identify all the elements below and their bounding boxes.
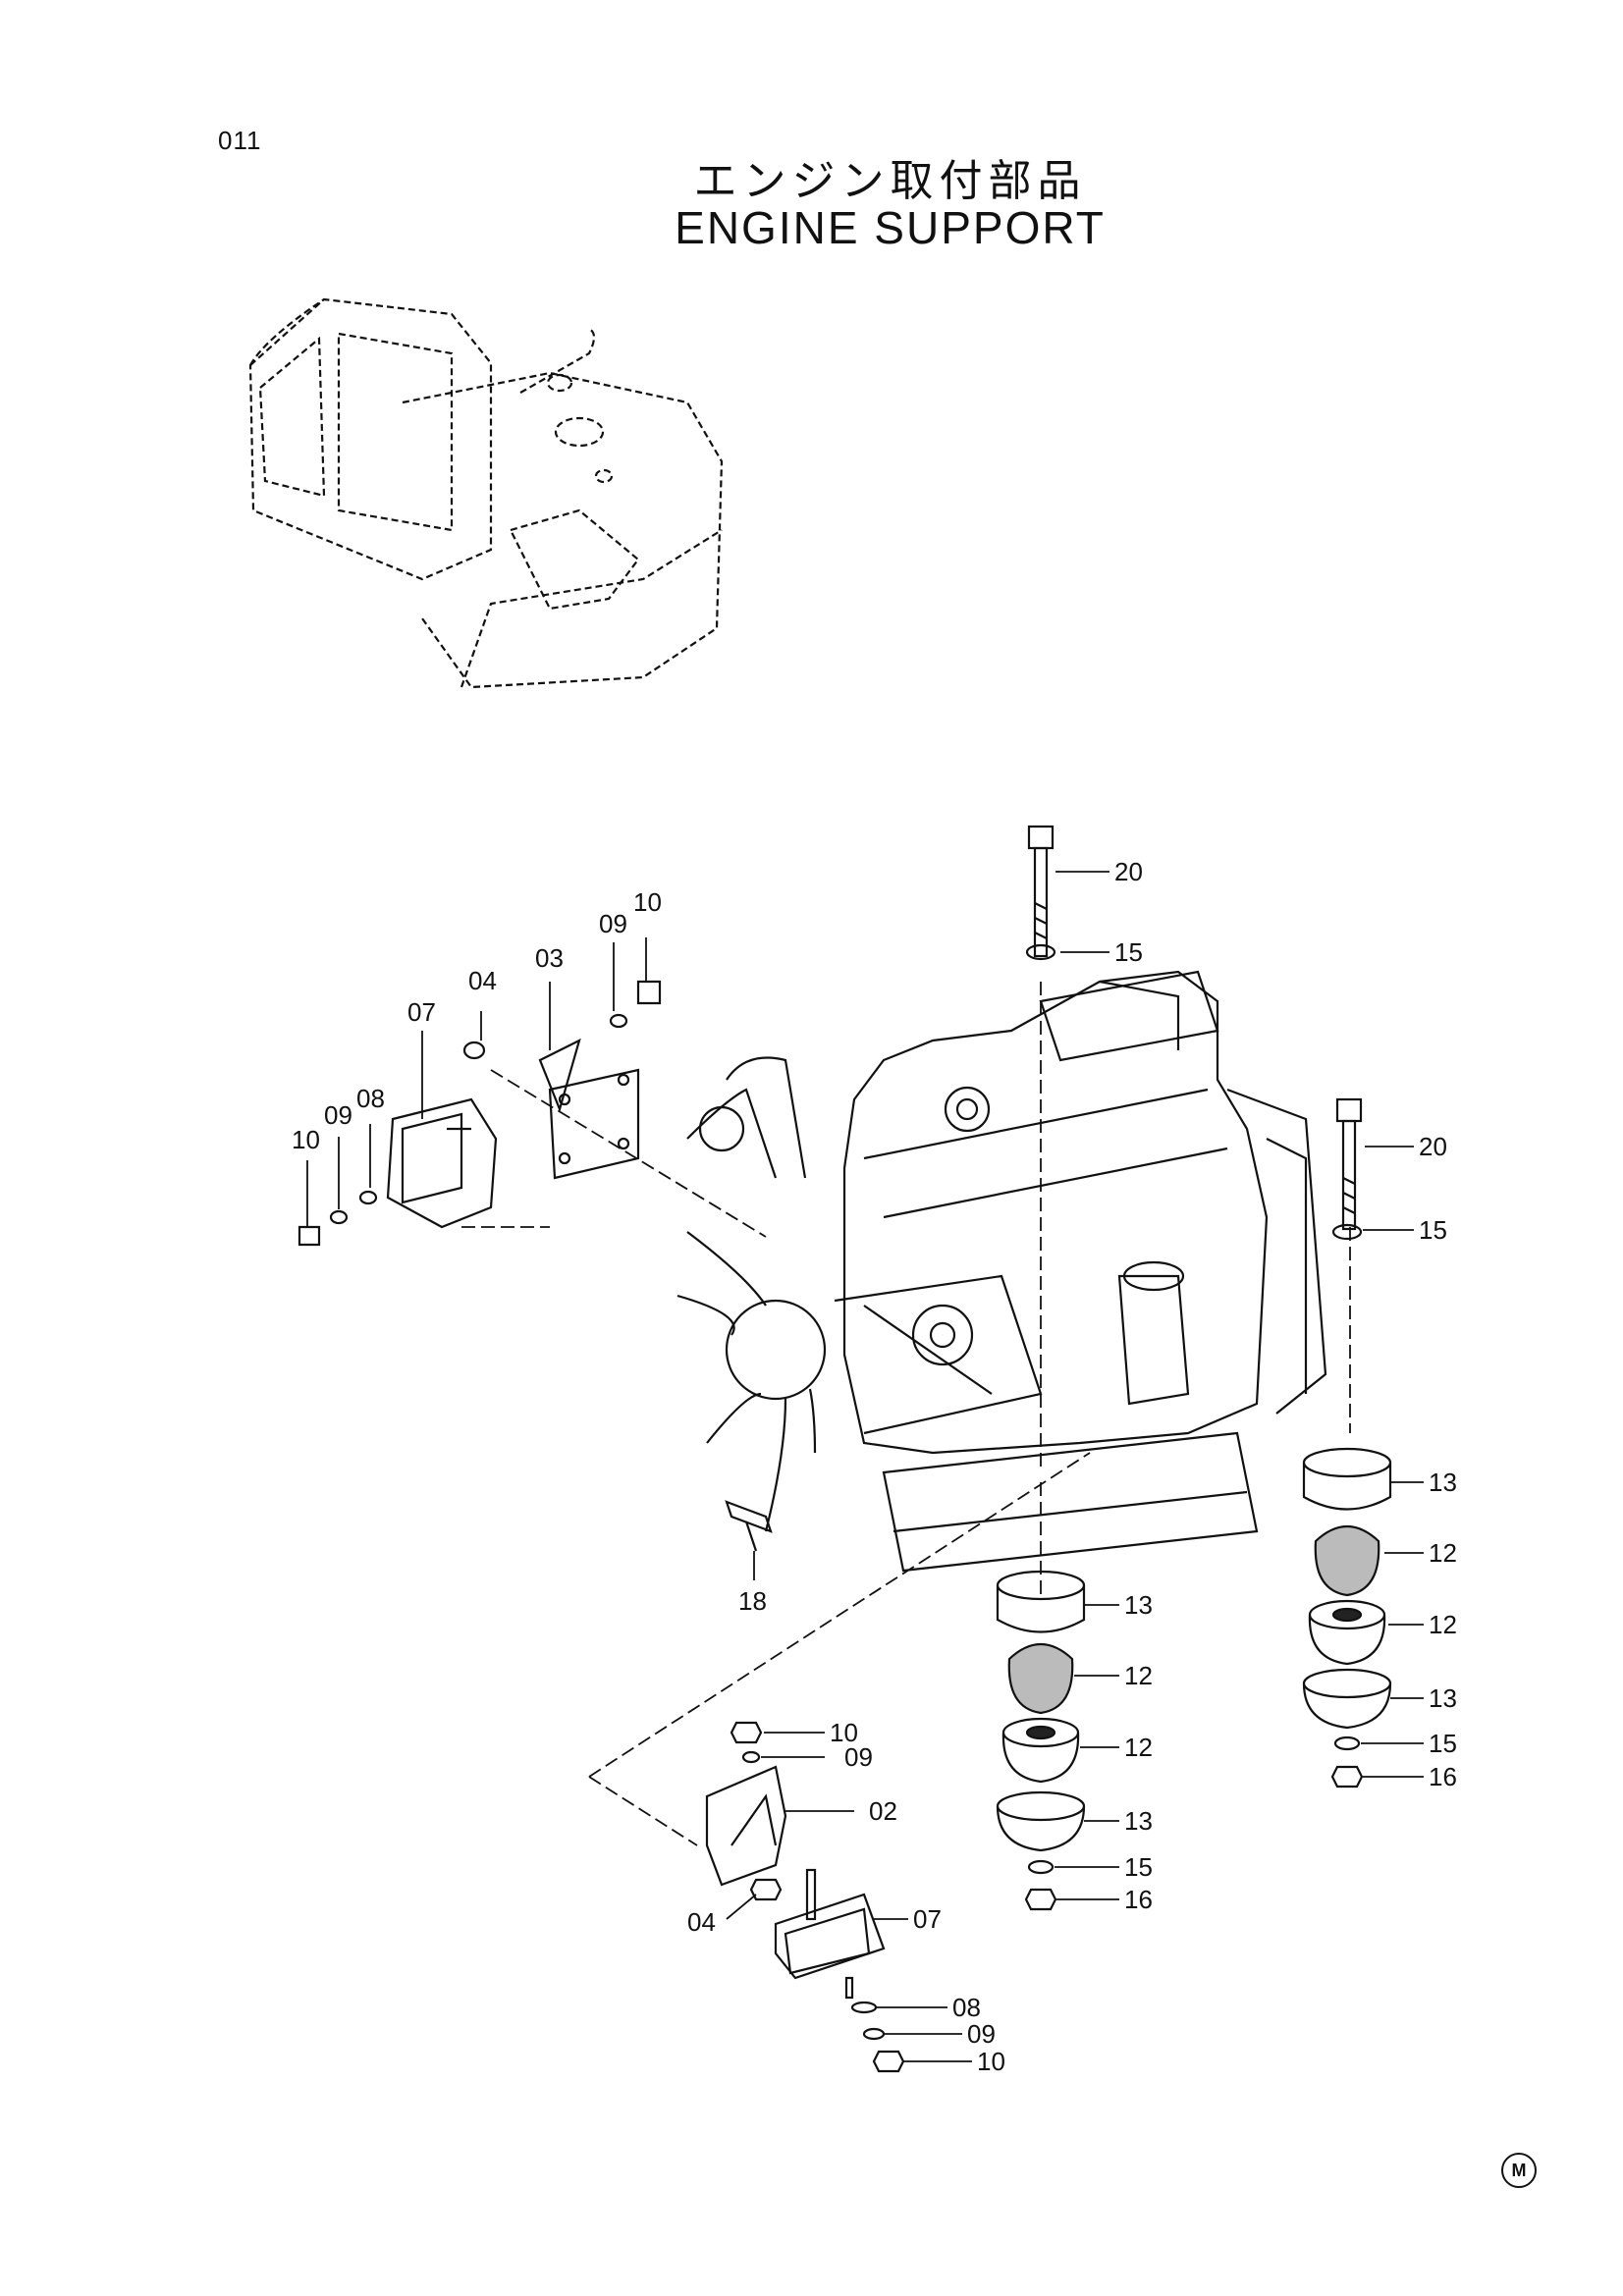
callout-02: 02 [869, 1796, 897, 1826]
callout-13-right-a: 13 [1429, 1468, 1457, 1497]
callout-12-center-a: 12 [1124, 1661, 1153, 1690]
callout-12-center-b: 12 [1124, 1733, 1153, 1762]
engine-assembly [676, 970, 1327, 1573]
bolt-20-upper [1025, 825, 1056, 961]
callout-04-top: 04 [468, 966, 497, 995]
center-mount-stack [996, 1570, 1086, 1911]
excavator-overview [248, 297, 724, 689]
callout-10-left: 10 [292, 1125, 320, 1154]
callout-10-lower: 10 [830, 1718, 858, 1747]
callout-12-right-a: 12 [1429, 1538, 1457, 1568]
lower-mount-assembly [705, 1721, 905, 2073]
callout-12-right-b: 12 [1429, 1610, 1457, 1639]
callout-10-top: 10 [633, 887, 662, 917]
callout-leaders [306, 871, 1424, 2062]
title-japanese: エンジン取付部品 [693, 156, 1087, 206]
callout-16-center: 16 [1124, 1885, 1153, 1914]
callout-15-center: 15 [1124, 1852, 1153, 1882]
callout-20-right: 20 [1419, 1132, 1447, 1161]
callout-20-upper: 20 [1114, 857, 1143, 886]
callout-09-left: 09 [324, 1100, 352, 1130]
callout-09-lower-b: 09 [967, 2019, 996, 2049]
page-code: 011 [218, 126, 262, 155]
callout-04-lower: 04 [687, 1907, 716, 1937]
title-english: ENGINE SUPPORT [675, 202, 1106, 253]
callout-13-center-a: 13 [1124, 1590, 1153, 1620]
callout-15-upper: 15 [1114, 937, 1143, 967]
assembly-lines [461, 982, 1351, 1846]
callout-13-center-b: 13 [1124, 1806, 1153, 1836]
callout-07-lower: 07 [913, 1904, 942, 1934]
callout-09-top: 09 [599, 909, 627, 938]
callout-07-left: 07 [407, 997, 436, 1027]
callout-08-lower: 08 [952, 1993, 981, 2022]
right-mount-stack [1302, 1447, 1392, 1789]
bolt-20-right [1331, 1097, 1363, 1241]
callout-16-right: 16 [1429, 1762, 1457, 1791]
callout-18: 18 [738, 1586, 767, 1616]
callout-10-lower-b: 10 [977, 2047, 1005, 2076]
callout-09-lower: 09 [844, 1742, 873, 1772]
callout-15-right-b: 15 [1429, 1729, 1457, 1758]
callout-03: 03 [535, 943, 564, 973]
callout-13-right-b: 13 [1429, 1683, 1457, 1713]
callout-15-right: 15 [1419, 1215, 1447, 1245]
circled-m-mark: M [1501, 2153, 1537, 2188]
callout-08-left: 08 [356, 1084, 385, 1113]
callout-labels: 20 15 10 09 04 03 07 08 09 10 20 15 13 1… [292, 857, 1457, 2076]
bolt-18 [725, 1500, 773, 1552]
left-mount-assembly [298, 980, 662, 1247]
